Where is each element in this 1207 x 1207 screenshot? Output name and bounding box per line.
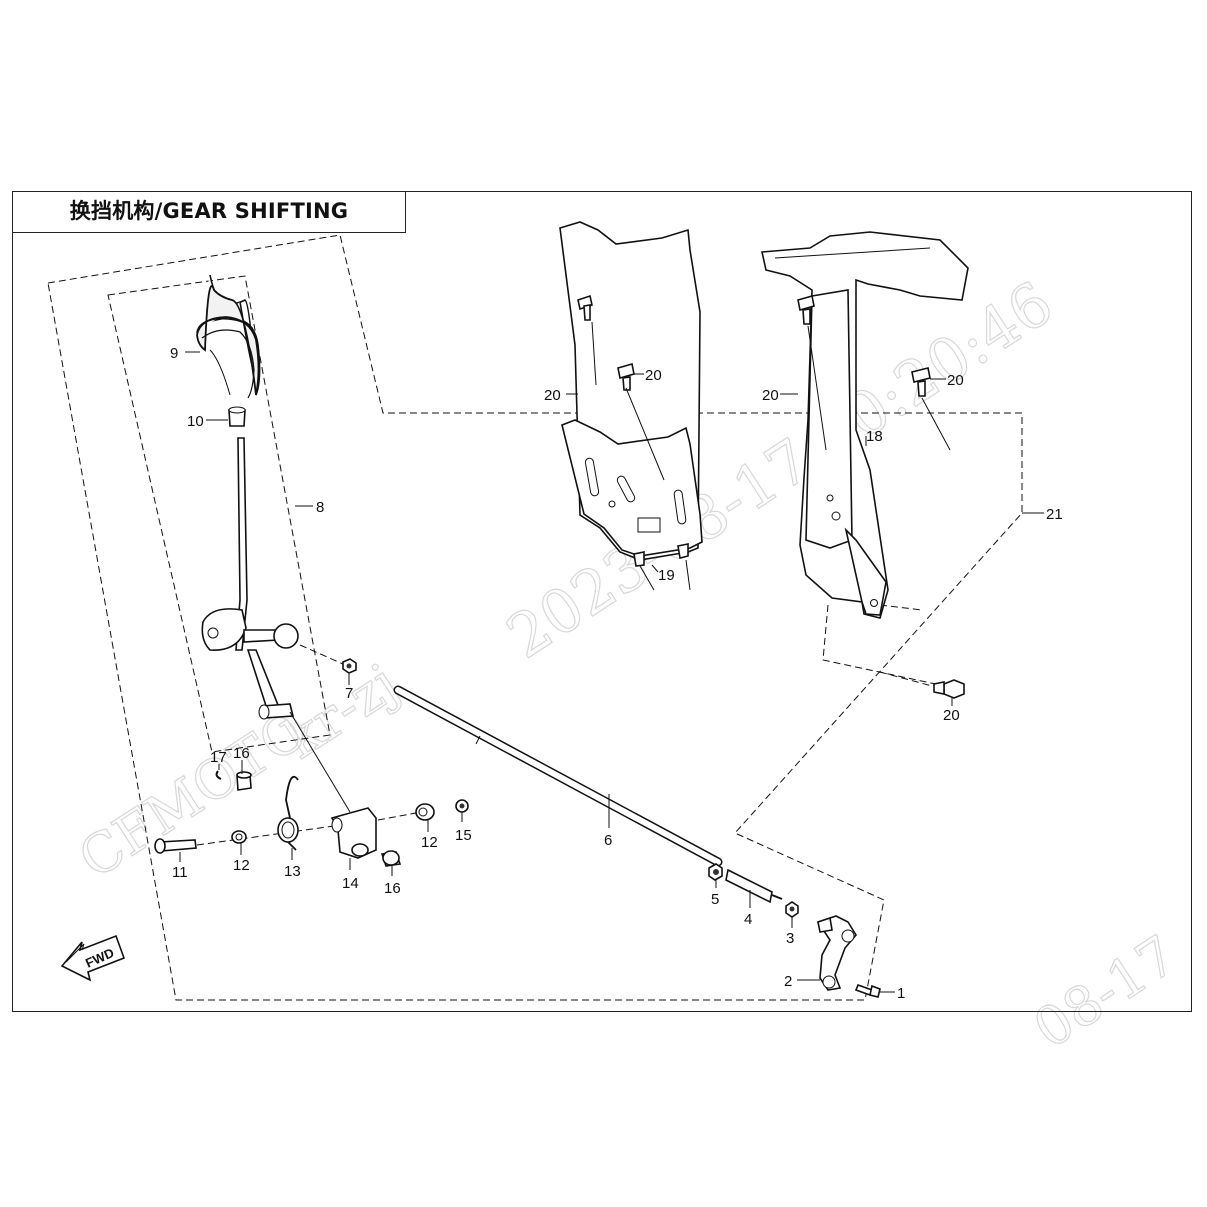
callout-20-d: 20 — [947, 372, 964, 389]
pivot-bracket — [330, 807, 377, 859]
bracket-group-boundary — [822, 604, 946, 687]
circlip-17 — [215, 770, 222, 780]
shift-lever — [201, 437, 299, 720]
shift-knob — [196, 274, 261, 399]
washer-15 — [455, 799, 469, 813]
knob-bushing — [228, 406, 246, 427]
leader-bolt-c — [807, 325, 827, 451]
leader-bolt-a — [591, 321, 597, 386]
rod-connector — [725, 868, 783, 904]
callout-21: 21 — [1046, 506, 1063, 523]
callout-13: 14 — [342, 875, 359, 892]
bushing-12-right — [415, 803, 435, 821]
nut-7 — [342, 658, 357, 674]
callout-15: 15 — [455, 827, 472, 844]
leader-bolt-e — [879, 671, 933, 687]
callout-18: 18 — [866, 428, 883, 445]
callout-20-a: 20 — [544, 387, 561, 404]
callout-19: 19 — [658, 567, 675, 584]
bracket-link-line — [879, 604, 923, 611]
leader-19-a — [639, 565, 655, 591]
callout-9: 9 — [170, 345, 178, 362]
leader-lever-to-13 — [289, 711, 351, 813]
callout-16-lower: 16 — [384, 880, 401, 897]
bushing-16-upper — [236, 771, 252, 791]
bolt-20-e — [933, 679, 965, 699]
nut-3 — [785, 901, 799, 918]
nut-5 — [708, 863, 723, 881]
torsion-spring — [277, 775, 299, 851]
bolt-20-a — [577, 294, 593, 321]
bushing-12-left — [231, 830, 247, 844]
subassembly-boundary-8 — [107, 275, 331, 753]
shift-arm — [816, 915, 857, 991]
callout-12-right: 12 — [421, 834, 438, 851]
callout-6: 6 — [604, 832, 612, 849]
bolt-20-c — [797, 294, 815, 325]
callout-8: 8 — [316, 499, 324, 516]
mount-bracket-18 — [761, 231, 969, 619]
callout-5: 5 — [711, 891, 719, 908]
leader-bolt-b — [625, 387, 665, 481]
leader-7 — [299, 644, 344, 665]
shift-rod — [393, 685, 723, 867]
title-box: 换挡机构/GEAR SHIFTING — [12, 191, 406, 233]
callout-12-left: 12 — [233, 857, 250, 874]
callout-20-e: 20 — [943, 707, 960, 724]
bushing-axis-line — [377, 812, 417, 821]
pin-axis-line — [196, 825, 335, 846]
pivot-pin — [154, 838, 197, 854]
callout-16-upper: 16 — [233, 745, 250, 762]
callout-3: 3 — [786, 930, 794, 947]
callouts: 9 10 8 7 17 16 11 12 13 14 16 12 15 6 5 … — [170, 345, 1063, 1002]
assembly-boundary-21 — [47, 234, 1023, 1001]
leader-19-b — [685, 559, 691, 591]
callout-7: 7 — [345, 685, 353, 702]
fwd-arrow-icon: FWD — [60, 934, 126, 982]
callout-4: 4 — [744, 911, 752, 928]
callout-2: 2 — [784, 973, 792, 990]
callout-20-c: 20 — [762, 387, 779, 404]
bushing-16-lower — [380, 850, 402, 867]
callout-17: 17 — [210, 749, 227, 766]
mount-bracket-19 — [559, 221, 703, 567]
callout-14: 13 — [284, 863, 301, 880]
bolt-1 — [854, 983, 881, 998]
leader-bolt-d — [921, 397, 951, 451]
diagram-frame — [12, 191, 1192, 1012]
callout-11: 11 — [172, 864, 188, 881]
callout-10: 10 — [187, 413, 204, 430]
bolt-20-d — [911, 367, 931, 397]
callout-20-b: 20 — [645, 367, 662, 384]
callout-1: 1 — [897, 985, 905, 1002]
diagram-title: 换挡机构/GEAR SHIFTING — [69, 199, 349, 223]
